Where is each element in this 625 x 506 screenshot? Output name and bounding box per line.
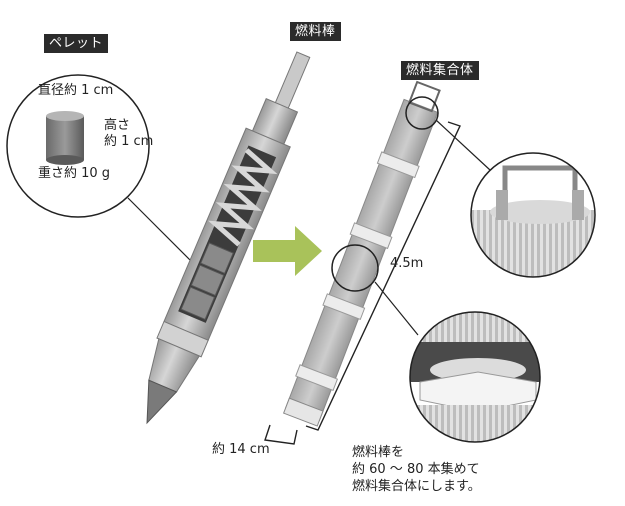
note-line-2: 約 60 ～ 80 本集めて bbox=[352, 462, 480, 477]
zoom-mid-leader bbox=[374, 281, 419, 336]
zoom-top-leader bbox=[435, 119, 491, 171]
assembly-tag: 燃料集合体 bbox=[401, 61, 479, 80]
pellet-callout bbox=[6, 74, 150, 218]
fuel-rod-pellets bbox=[180, 242, 234, 321]
spacer-grids bbox=[295, 151, 420, 391]
pellet-height-label-2: 約 1 cm bbox=[104, 134, 154, 149]
zoom-mid-marker bbox=[331, 244, 379, 292]
process-arrow bbox=[253, 226, 322, 276]
assembly-handle bbox=[407, 80, 441, 113]
magnified-middle-view bbox=[409, 311, 541, 443]
fuel-rod-spring bbox=[207, 148, 278, 247]
assembly-length-label: 4.5m bbox=[390, 256, 424, 271]
fuel-assembly bbox=[282, 80, 441, 427]
pellet-leader-line bbox=[127, 197, 199, 269]
assembly-width-label: 約 14 cm bbox=[212, 442, 270, 457]
pellet-icon bbox=[46, 111, 84, 165]
pellet-diameter-label: 直径約 1 cm bbox=[38, 83, 114, 98]
width-bracket bbox=[264, 424, 298, 445]
zoom-top-marker bbox=[405, 96, 439, 130]
note-line-3: 燃料集合体にします。 bbox=[352, 479, 481, 494]
magnified-top-view bbox=[470, 152, 596, 278]
note-line-1: 燃料棒を bbox=[352, 445, 405, 460]
length-bracket bbox=[305, 121, 461, 431]
pellet-height-label-1: 高さ bbox=[104, 118, 131, 133]
pellet-weight-label: 重さ約 10 g bbox=[38, 166, 111, 181]
fuel-rod bbox=[146, 51, 311, 425]
pellet-tag: ペレット bbox=[44, 34, 109, 53]
fuel-rod-tag: 燃料棒 bbox=[290, 22, 341, 41]
